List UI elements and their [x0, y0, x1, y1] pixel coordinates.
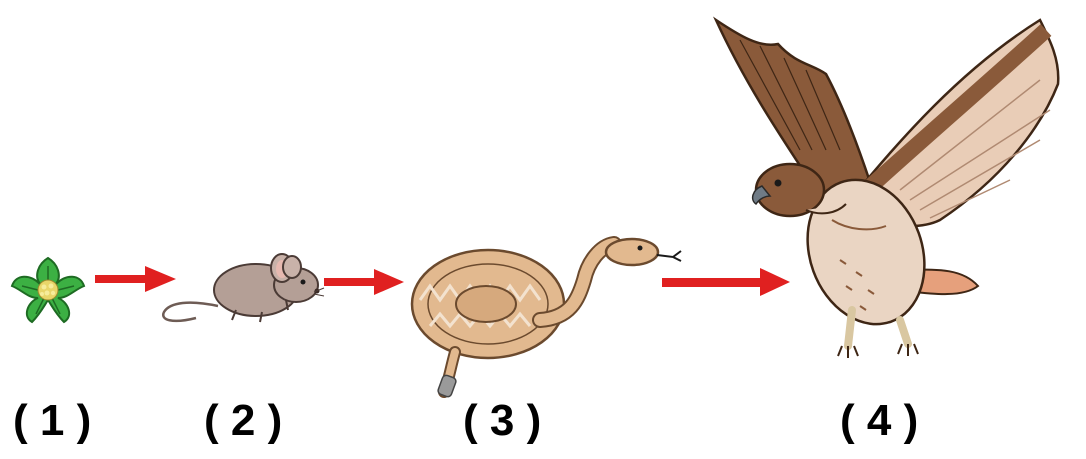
organism-label-2: ( 2 ) [204, 396, 283, 445]
hawk-icon [713, 16, 1060, 358]
arrow-3 [662, 268, 790, 296]
arrow-1 [95, 266, 176, 292]
arrow-2 [324, 269, 404, 295]
snake-icon [410, 236, 682, 398]
mouse-icon [162, 253, 325, 323]
organism-label-3: ( 3 ) [463, 396, 542, 445]
organism-label-4: ( 4 ) [840, 396, 919, 445]
organism-label-1: ( 1 ) [13, 396, 92, 445]
flower-plant-icon [10, 256, 86, 324]
